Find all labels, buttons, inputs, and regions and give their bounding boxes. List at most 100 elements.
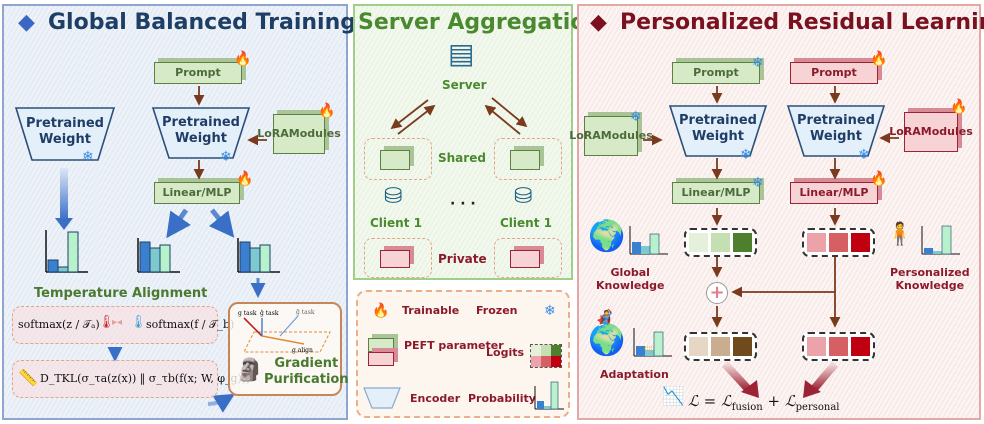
encoder-label-line1: Pretrained <box>679 113 757 128</box>
private-cube-b <box>510 250 540 268</box>
private-cube-a <box>380 250 410 268</box>
loss-fusion-sub: fusion <box>731 402 763 413</box>
shared-params-client-a <box>364 138 432 180</box>
person-thinking-icon: 🧍 <box>886 222 914 247</box>
fire-icon: 🔥 <box>950 99 968 115</box>
lora-line1: LoRA <box>257 126 289 140</box>
peft-cube-green-icon <box>368 338 394 352</box>
loss-personal-sub: personal <box>795 402 840 413</box>
softmax-a-formula: softmax(z / 𝒯ₐ) <box>18 318 100 331</box>
loss-plus: + <box>767 392 781 410</box>
g-align-label: g align <box>292 347 313 354</box>
thermometer-cold-icon: 🌡 <box>130 315 147 330</box>
loss-lhs: ℒ <box>688 392 699 410</box>
lora-line1: LoRA <box>569 128 601 142</box>
gp-line1: Gradient <box>274 356 339 371</box>
snowflake-icon: ❄ <box>82 149 94 165</box>
loss-personal: ℒ <box>784 392 796 410</box>
loss-formula: ℒ = ℒfusion + ℒpersonal <box>688 392 840 413</box>
private-label: Private <box>438 252 487 266</box>
gradient-vectors-diagram: g task ĝ task g̃ task g align <box>238 309 331 354</box>
logit-cell <box>711 337 730 356</box>
server-client-arrows <box>390 97 528 135</box>
personal-logits <box>802 228 875 257</box>
snowflake-icon: ❄ <box>752 55 764 71</box>
logit-cell <box>829 337 848 356</box>
legend-peft-parameter: PEFT parameter <box>404 339 504 352</box>
middle-panel-title: Server Aggregation <box>358 10 602 35</box>
loss-eq: = <box>703 392 717 410</box>
diamond-icon: ◆ <box>18 10 35 35</box>
converge-arrows-icon: ▸◂ <box>112 317 123 328</box>
lora-line2: Modules <box>288 126 341 140</box>
right-flow-arrows <box>643 86 899 398</box>
prompt-block: Prompt <box>154 62 242 84</box>
loss-fusion: ℒ <box>720 392 732 410</box>
g-task-label: g task <box>238 310 257 317</box>
panel-server-aggregation <box>353 4 573 280</box>
fire-icon: 🔥 <box>234 51 252 67</box>
legend-encoder: Encoder <box>410 392 461 405</box>
global-linear-mlp-block: Linear/MLP <box>672 182 760 204</box>
thermometer-hot-icon: 🌡 <box>98 315 115 330</box>
legend-frozen: Frozen <box>476 304 518 317</box>
left-flow-arrows <box>55 86 267 413</box>
tkl-formula: D_TKL(σ_τa(z(x)) ‖ σ_τb(f(x; W, φ_g))) <box>40 372 251 385</box>
personal-prompt-block: Prompt <box>790 62 878 84</box>
logit-cell <box>851 337 870 356</box>
shared-params-client-b <box>494 138 562 180</box>
snowflake-icon: ❄ <box>544 303 556 319</box>
residual-add-node: + <box>706 282 728 304</box>
logit-cell <box>829 233 848 252</box>
private-params-client-a <box>364 238 432 278</box>
logit-cell <box>807 337 826 356</box>
probability-chart-skewed <box>45 230 88 273</box>
globe-icon: 🌍 <box>588 323 626 358</box>
ellipsis: · · · <box>450 196 476 212</box>
encoder-label-line1: Pretrained <box>26 116 104 131</box>
server-label: Server <box>442 78 487 92</box>
legend-probability: Probability <box>468 392 536 405</box>
snowflake-icon: ❄ <box>740 147 752 163</box>
left-panel-title: Global Balanced Training <box>48 10 356 35</box>
encoder-trapezoid-icon <box>363 387 401 409</box>
loss-chart-icon: 📉 <box>662 386 685 407</box>
fire-icon: 🔥 <box>372 303 390 319</box>
gk-line1: Global <box>610 266 650 279</box>
right-panel-title: Personalized Residual Learning <box>620 10 984 35</box>
superhero-icon: 🦸 <box>592 308 617 332</box>
softmax-temperature-box <box>12 306 218 344</box>
pk-line1: Personalized <box>890 266 970 279</box>
gp-line2: Purification <box>264 371 349 387</box>
encoder-label-line2: Weight <box>175 130 227 146</box>
snowflake-icon: ❄ <box>752 175 764 191</box>
lora-line1: LoRA <box>889 124 921 138</box>
shared-cube-b <box>510 150 540 170</box>
snowflake-icon: ❄ <box>858 147 870 163</box>
logit-cell <box>711 233 730 252</box>
personal-logits-output <box>802 332 875 361</box>
ruler-icon: 📏 <box>18 368 38 387</box>
client-label-b: Client 1 <box>500 216 552 230</box>
personalized-knowledge-chart <box>921 225 960 255</box>
g-hat-task-label: ĝ task <box>260 310 279 317</box>
gradient-purification-box <box>228 302 342 396</box>
logit-cell <box>689 337 708 356</box>
snowflake-icon: ❄ <box>220 149 232 165</box>
gk-line2: Knowledge <box>596 279 665 293</box>
peft-cube-red-icon <box>368 352 394 366</box>
encoder-label-line2: Weight <box>692 128 744 144</box>
global-logits <box>684 228 757 257</box>
personal-linear-mlp-block: Linear/MLP <box>790 182 878 204</box>
database-icon: ⛁ <box>514 184 533 209</box>
logit-cell <box>689 233 708 252</box>
probability-chart-balanced-b <box>237 238 280 273</box>
probability-chart-icon <box>534 381 564 410</box>
shared-label: Shared <box>438 151 486 165</box>
